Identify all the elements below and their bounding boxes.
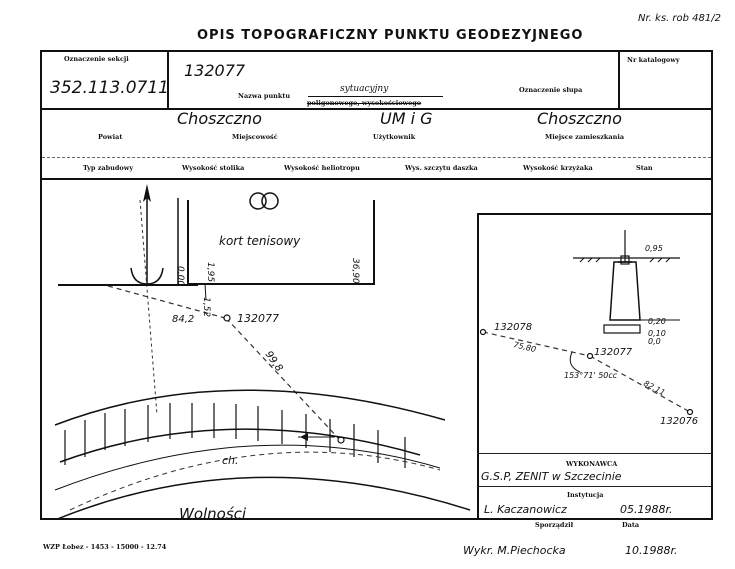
angle-label: 153°71' 50cc bbox=[564, 371, 618, 380]
section-cell-divider bbox=[167, 50, 169, 110]
bearing-line-2 bbox=[225, 317, 341, 441]
contractor-value: G.S.P, ZENIT w Szczecinie bbox=[481, 470, 622, 483]
north-arrow-head bbox=[143, 184, 151, 202]
station-132076 bbox=[686, 408, 694, 416]
block-inner-edge bbox=[59, 428, 421, 463]
court-label: kort tenisowy bbox=[219, 234, 301, 248]
profile-010: 0,10 bbox=[648, 329, 666, 338]
angle-arc bbox=[569, 351, 581, 373]
symbol-circle-2 bbox=[261, 192, 279, 210]
building-type-label: Typ zabudowy bbox=[83, 164, 134, 172]
dim-000: 0,00 bbox=[175, 266, 185, 286]
row3-bottom-line bbox=[40, 178, 713, 180]
profile-000: 0,0 bbox=[648, 337, 661, 346]
station-label-132078: 132078 bbox=[494, 322, 533, 333]
location-sketch: kort tenisowy 0,00 1,95 36,90 1,52 84,2 … bbox=[54, 184, 471, 518]
network-diagram: 75,80 82,11 bbox=[479, 328, 694, 416]
heliotrope-height-label: Wysokość heliotropu bbox=[284, 164, 360, 172]
right-panel-top bbox=[477, 213, 713, 215]
frame-left bbox=[40, 50, 42, 520]
residence-value: Choszczno bbox=[537, 109, 622, 128]
dim-998: 99,8 bbox=[263, 349, 285, 374]
street-label: Wolności bbox=[179, 505, 247, 518]
north-dashed-line bbox=[139, 199, 158, 416]
base-plate bbox=[603, 324, 641, 334]
row2-dotted-line bbox=[42, 157, 711, 158]
road-edge-dashed bbox=[69, 451, 441, 511]
right-panel-mid bbox=[477, 453, 713, 454]
date-value: 05.1988r. bbox=[620, 503, 673, 516]
frame-top bbox=[40, 50, 713, 52]
monument-body bbox=[609, 261, 641, 321]
county-label: Powiat bbox=[98, 133, 123, 141]
drawn-by: Wykr. M.Piechocka bbox=[463, 544, 566, 557]
table-height-label: Wysokość stolika bbox=[182, 164, 245, 172]
station-132077 bbox=[586, 352, 594, 360]
drawn-date: 10.1988r. bbox=[625, 544, 678, 557]
profile-020: 0,20 bbox=[648, 317, 666, 326]
reference-number: Nr. ks. rob 481/2 bbox=[638, 13, 721, 24]
roof-height-label: Wys. szczytu daszka bbox=[405, 164, 478, 172]
sketch-point-label: 132077 bbox=[237, 312, 279, 325]
point-name-struck: poligonowego, wysokościowego bbox=[307, 99, 422, 107]
road-edge-outer bbox=[58, 476, 471, 518]
point-name-rule bbox=[308, 96, 443, 97]
user-value: UM i G bbox=[380, 109, 433, 128]
point-name-label: Nazwa punktu bbox=[238, 92, 291, 100]
ground-hatching bbox=[579, 257, 671, 263]
compiler-value: L. Kaczanowicz bbox=[484, 503, 567, 516]
dim-152: 1,52 bbox=[201, 297, 211, 317]
compiler-label: Sporządził bbox=[535, 521, 574, 529]
locality-label: Miejscowość bbox=[232, 133, 278, 141]
pillar-label: Oznaczenie słupa bbox=[519, 86, 583, 94]
cross-height-label: Wysokość krzyżaka bbox=[523, 164, 593, 172]
cap bbox=[620, 255, 630, 265]
ch-label: ch. bbox=[222, 454, 239, 467]
north-corner-left bbox=[130, 267, 148, 285]
dist-8211: 82,11 bbox=[642, 379, 666, 398]
county-value: Choszczno bbox=[177, 109, 262, 128]
dim-3690: 36,90 bbox=[350, 258, 360, 284]
traverse-line-1 bbox=[482, 331, 591, 357]
row1-bottom-line bbox=[40, 108, 713, 110]
profile-095: 0,95 bbox=[645, 244, 663, 253]
station-label-132076: 132076 bbox=[660, 416, 699, 427]
dim-195: 1,95 bbox=[205, 262, 215, 282]
catalog-label: Nr katalogowy bbox=[627, 56, 680, 64]
frame-bottom bbox=[40, 518, 713, 520]
print-info: WZP Łobez - 1453 - 15000 - 12.74 bbox=[43, 543, 167, 551]
right-panel-divider bbox=[477, 213, 479, 520]
point-name-value: sytuacyjny bbox=[340, 84, 389, 94]
traverse-line-2 bbox=[589, 355, 691, 413]
court-post bbox=[204, 283, 207, 301]
bearing-line-1 bbox=[107, 285, 226, 319]
block-segments bbox=[64, 403, 406, 468]
road-edge-inner bbox=[54, 444, 441, 491]
frame-right bbox=[711, 50, 713, 520]
block-outer-edge bbox=[54, 389, 446, 426]
condition-label: Stan bbox=[636, 164, 653, 172]
user-label: Użytkownik bbox=[373, 133, 416, 141]
form-title: OPIS TOPOGRAFICZNY PUNKTU GEODEZYJNEGO bbox=[197, 28, 584, 43]
contractor-label: WYKONAWCA bbox=[566, 460, 618, 468]
section-label: Oznaczenie sekcji bbox=[64, 55, 129, 63]
point-number-value: 132077 bbox=[184, 61, 246, 80]
marker-profile: 0,95 0,20 bbox=[573, 230, 680, 334]
residence-label: Miejsce zamieszkania bbox=[545, 133, 625, 141]
institution-label: Instytucja bbox=[567, 491, 604, 499]
north-corner-right bbox=[146, 267, 164, 285]
contractor-rule bbox=[479, 486, 711, 487]
dim-842: 84,2 bbox=[172, 314, 194, 325]
dist-7580: 75,80 bbox=[513, 340, 537, 354]
measure-arrow-head bbox=[300, 433, 308, 441]
point-marker bbox=[223, 314, 231, 322]
symbol-circle-1 bbox=[249, 192, 267, 210]
catalog-cell-divider bbox=[618, 50, 620, 110]
section-value: 352.113.0711 bbox=[50, 78, 169, 98]
station-132078 bbox=[479, 328, 487, 336]
station-label-132077: 132077 bbox=[594, 347, 633, 358]
date-label: Data bbox=[622, 521, 640, 529]
